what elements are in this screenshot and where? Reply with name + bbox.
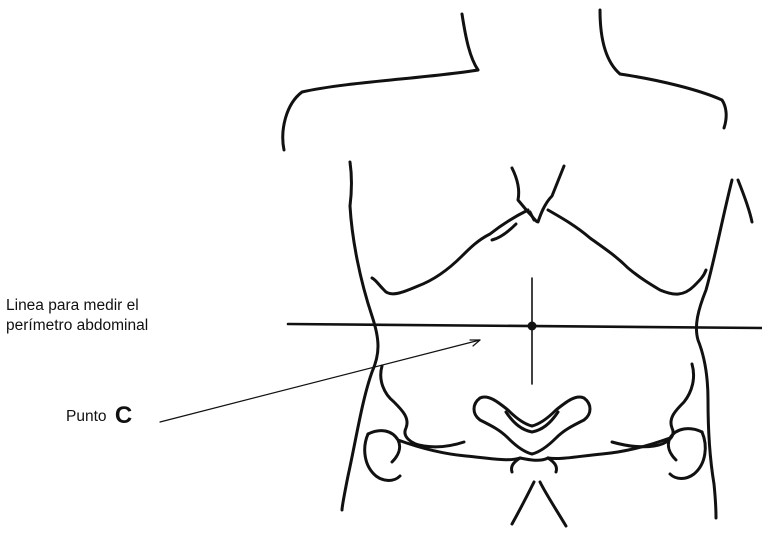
neck-left bbox=[462, 14, 478, 70]
sternum-stub bbox=[530, 212, 534, 220]
torso-right-side bbox=[696, 180, 732, 518]
armpit-left bbox=[350, 162, 352, 206]
femur-right bbox=[670, 432, 705, 479]
pointer-line bbox=[160, 340, 480, 422]
point-c-label: Punto C bbox=[66, 402, 132, 430]
measuring-line-label-2: perímetro abdominal bbox=[6, 316, 148, 336]
measuring-line bbox=[288, 324, 762, 328]
shoulder-right bbox=[620, 74, 726, 128]
neck-right bbox=[600, 10, 620, 74]
measuring-line-label: Linea para medir el perímetro abdominal bbox=[6, 296, 148, 336]
torso-left-side bbox=[342, 206, 378, 510]
leg-inner-right bbox=[540, 482, 566, 526]
point-label-letter: C bbox=[115, 402, 132, 429]
measuring-line-label-1: Linea para medir el bbox=[6, 296, 148, 316]
sacrum bbox=[474, 397, 590, 454]
leg-inner-left bbox=[512, 482, 534, 524]
costal-margin-right bbox=[548, 210, 706, 294]
costal-margin-left-inner bbox=[492, 224, 516, 240]
iliac-crest-right bbox=[612, 364, 694, 447]
armpit-right bbox=[738, 180, 752, 222]
shoulder-left bbox=[283, 70, 478, 150]
costal-margin-left bbox=[372, 210, 528, 294]
navel-point bbox=[528, 322, 537, 331]
point-label-prefix: Punto bbox=[66, 408, 107, 425]
